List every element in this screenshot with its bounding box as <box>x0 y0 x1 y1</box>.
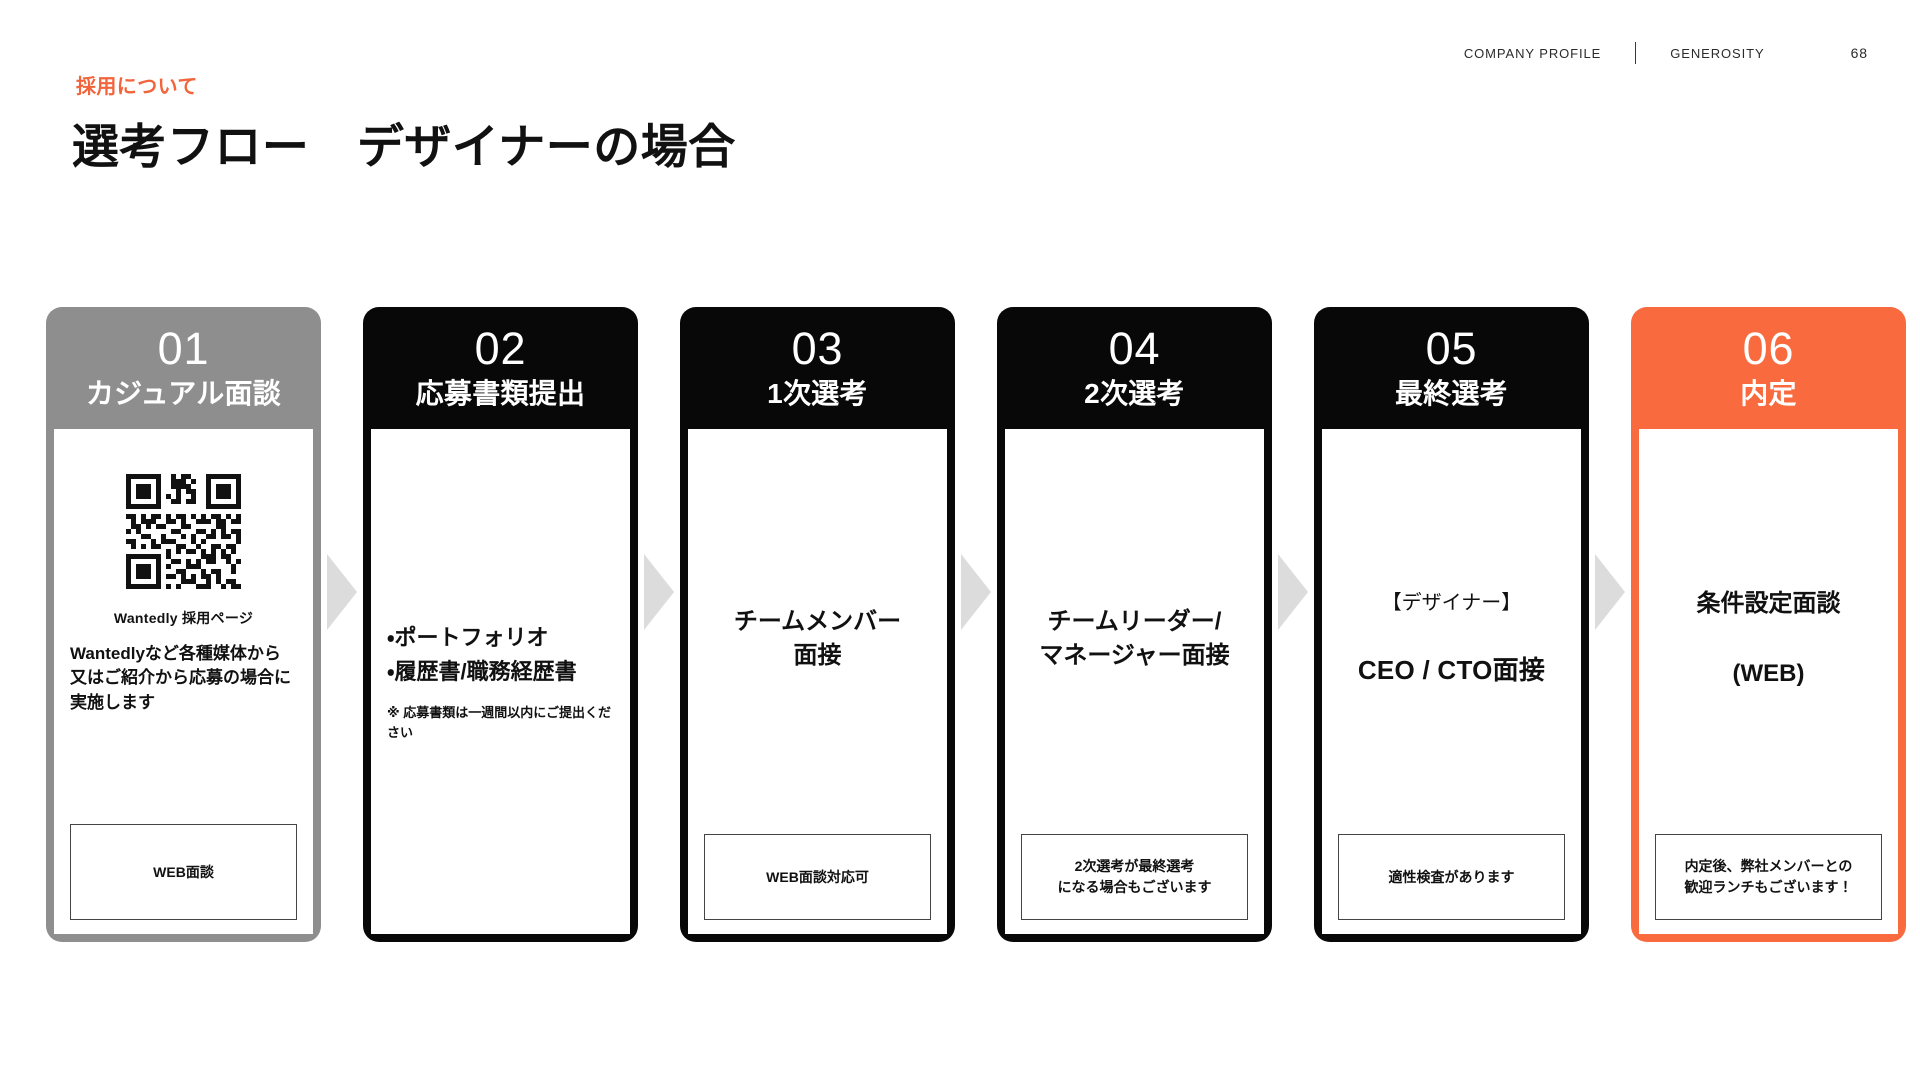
flow-step-05[interactable]: 05 最終選考 【デザイナー】 CEO / CTO面接 適性検査があります <box>1314 307 1589 942</box>
step-name-01: カジュアル面談 <box>85 378 282 410</box>
flow-arrow-5-to-6 <box>1589 307 1631 942</box>
step-lead-text-01: Wantedlyなど各種媒体から又はご紹介から応募の場合に実施します <box>70 643 291 712</box>
spacer-05-bottom <box>1338 725 1565 834</box>
step-body-04: チームリーダー/ マネージャー面接 2次選考が最終選考 になる場合もございます <box>1005 428 1264 934</box>
spacer-01 <box>70 716 297 824</box>
step-bullets-02: ・ポートフォリオ ・履歴書/職務経歴書 <box>387 625 577 685</box>
selection-flow-row: 01 カジュアル面談 <box>46 307 1906 942</box>
step-number-06: 06 <box>1742 323 1795 374</box>
step-callout-04: 2次選考が最終選考 になる場合もございます <box>1021 834 1248 921</box>
flow-step-06[interactable]: 06 内定 条件設定面談 (WEB) 内定後、弊社メンバーとの 歓迎ランチもござ… <box>1631 307 1906 942</box>
step-number-04: 04 <box>1108 323 1161 374</box>
slide-meta-bar: COMPANY PROFILE GENEROSITY 68 <box>1464 42 1868 64</box>
step-header-03: 03 1次選考 <box>680 307 955 429</box>
step-note-02: ※ 応募書類は一週間以内にご提出ください <box>387 705 611 741</box>
step-name-05: 最終選考 <box>1394 378 1509 410</box>
spacer-05-top <box>1338 445 1565 554</box>
step-name-06: 内定 <box>1740 378 1797 410</box>
step-body-03: チームメンバー 面接 WEB面談対応可 <box>688 428 947 934</box>
step-header-02: 02 応募書類提出 <box>363 307 638 429</box>
step-number-01: 01 <box>157 323 210 374</box>
spacer-03-top <box>704 445 931 605</box>
section-eyebrow: 採用について <box>76 76 198 98</box>
step-main-lead-05: 【デザイナー】 <box>1381 591 1522 614</box>
meta-divider <box>1635 42 1637 64</box>
step-header-04: 04 2次選考 <box>997 307 1272 429</box>
flow-step-03[interactable]: 03 1次選考 チームメンバー 面接 WEB面談対応可 <box>680 307 955 942</box>
page-title: 選考フロー デザイナーの場合 <box>72 120 736 173</box>
flow-step-02[interactable]: 02 応募書類提出 ・ポートフォリオ ・履歴書/職務経歴書 ※ 応募書類は一週間… <box>363 307 638 942</box>
step-main-emph-05: CEO / CTO面接 <box>1357 655 1546 686</box>
spacer-06-top <box>1655 445 1882 587</box>
spacer-04-top <box>1021 445 1248 605</box>
step-callout-01: WEB面談 <box>70 824 297 920</box>
flow-arrow-3-to-4 <box>955 307 997 942</box>
qr-caption-01: Wantedly 採用ページ <box>113 609 254 626</box>
meta-company-profile: COMPANY PROFILE <box>1463 45 1602 61</box>
flow-arrow-4-to-5 <box>1272 307 1314 942</box>
page-number: 68 <box>1850 45 1868 61</box>
step-name-04: 2次選考 <box>1084 378 1185 410</box>
step-callout-06: 内定後、弊社メンバーとの 歓迎ランチもございます！ <box>1655 834 1882 920</box>
flow-step-01[interactable]: 01 カジュアル面談 <box>46 307 321 942</box>
spacer-02-top <box>387 445 614 621</box>
step-main-text-03: チームメンバー 面接 <box>733 607 902 670</box>
step-body-06: 条件設定面談 (WEB) 内定後、弊社メンバーとの 歓迎ランチもございます！ <box>1639 428 1898 934</box>
qr-code-icon <box>121 468 246 594</box>
meta-brand-name: GENEROSITY <box>1670 45 1765 61</box>
step-main-block-05: 【デザイナー】 CEO / CTO面接 <box>1338 554 1565 725</box>
spacer-02-bottom <box>387 744 614 920</box>
step-callout-05: 適性検査があります <box>1338 834 1565 920</box>
step-number-02: 02 <box>474 323 527 374</box>
step-body-02: ・ポートフォリオ ・履歴書/職務経歴書 ※ 応募書類は一週間以内にご提出ください <box>371 428 630 934</box>
spacer-03-bottom <box>704 674 931 834</box>
spacer-04-bottom <box>1021 674 1248 834</box>
step-callout-03: WEB面談対応可 <box>704 834 931 921</box>
step-main-text-06: 条件設定面談 (WEB) <box>1696 590 1841 687</box>
flow-arrow-1-to-2 <box>321 307 363 942</box>
step-header-06: 06 内定 <box>1631 307 1906 429</box>
step-number-03: 03 <box>791 323 844 374</box>
flow-arrow-2-to-3 <box>638 307 680 942</box>
step-name-03: 1次選考 <box>767 378 868 410</box>
flow-step-04[interactable]: 04 2次選考 チームリーダー/ マネージャー面接 2次選考が最終選考 になる場… <box>997 307 1272 942</box>
spacer-06-bottom <box>1655 692 1882 834</box>
step-header-01: 01 カジュアル面談 <box>46 307 321 429</box>
step-name-02: 応募書類提出 <box>415 378 586 410</box>
step-body-05: 【デザイナー】 CEO / CTO面接 適性検査があります <box>1322 428 1581 934</box>
step-number-05: 05 <box>1425 323 1478 374</box>
step-header-05: 05 最終選考 <box>1314 307 1589 429</box>
step-main-text-04: チームリーダー/ マネージャー面接 <box>1039 607 1230 670</box>
step-body-01: Wantedly 採用ページ Wantedlyなど各種媒体から又はご紹介から応募… <box>54 428 313 934</box>
